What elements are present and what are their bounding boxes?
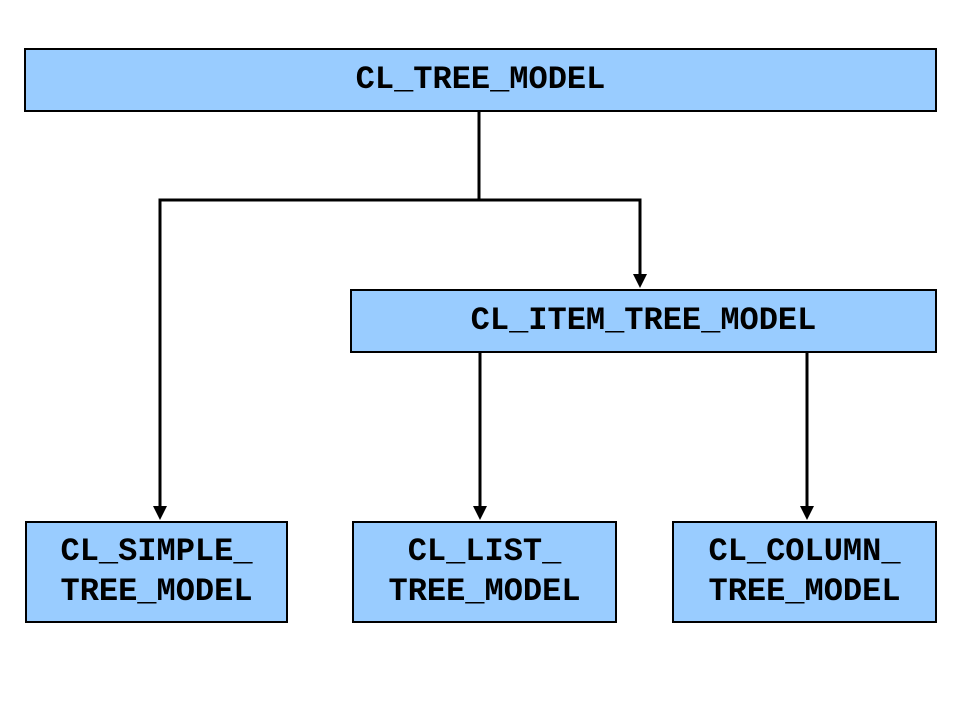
node-label-line2: TREE_MODEL xyxy=(708,573,901,610)
node-label-line1: CL_COLUMN_ xyxy=(708,533,901,570)
arrowhead-column xyxy=(800,506,814,520)
arrowhead-list xyxy=(473,506,487,520)
node-cl-item-tree-model: CL_ITEM_TREE_MODEL xyxy=(350,289,937,353)
node-label: CL_TREE_MODEL xyxy=(355,61,606,98)
node-label-line2: TREE_MODEL xyxy=(60,573,253,610)
node-label-line2: TREE_MODEL xyxy=(388,573,581,610)
node-cl-tree-model: CL_TREE_MODEL xyxy=(24,48,937,112)
node-label-line1: CL_LIST_ xyxy=(407,533,562,570)
node-cl-column-tree-model: CL_COLUMN_ TREE_MODEL xyxy=(672,521,937,623)
node-label: CL_ITEM_TREE_MODEL xyxy=(470,302,817,339)
node-cl-simple-tree-model: CL_SIMPLE_ TREE_MODEL xyxy=(25,521,288,623)
arrowhead-simple xyxy=(153,506,167,520)
node-cl-list-tree-model: CL_LIST_ TREE_MODEL xyxy=(352,521,617,623)
node-label-line1: CL_SIMPLE_ xyxy=(60,533,253,570)
arrowhead-item xyxy=(633,274,647,288)
